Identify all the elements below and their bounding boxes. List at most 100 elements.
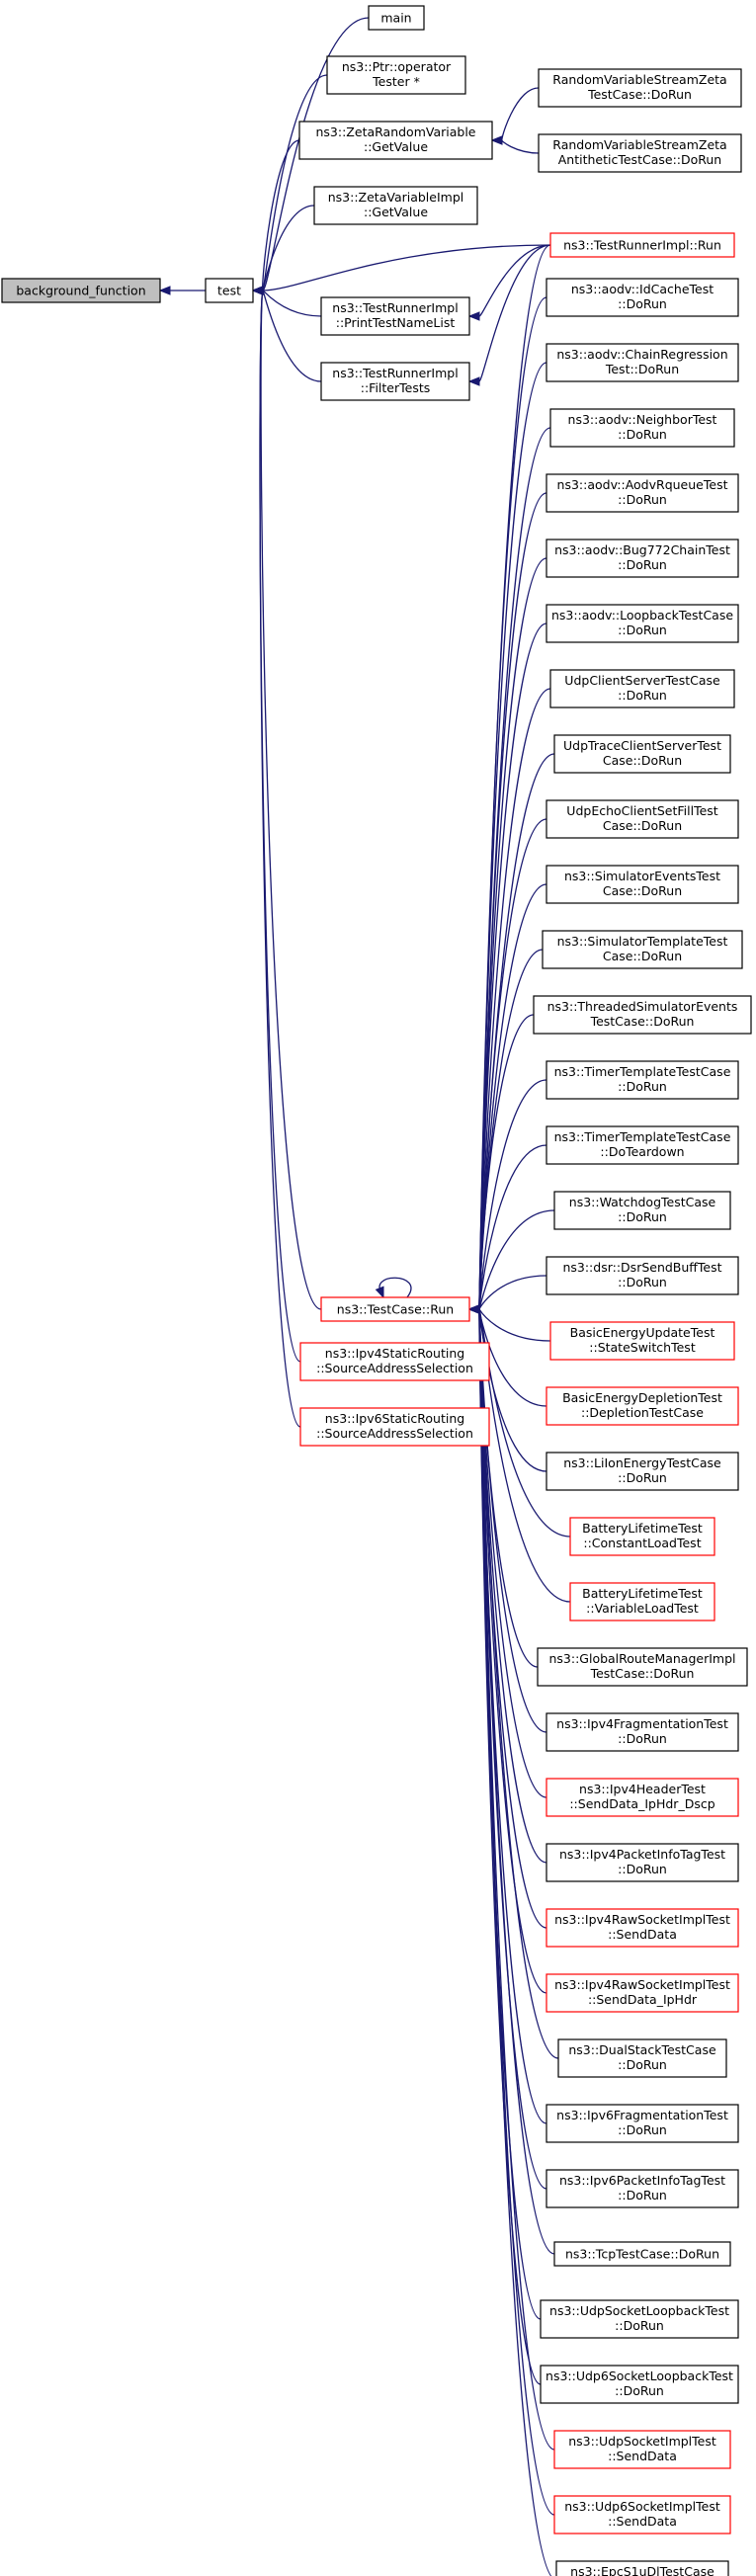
call-edge-rvzeta-to-zrv: [490, 87, 540, 145]
node-ipv6sr[interactable]: ns3::Ipv6StaticRouting::SourceAddressSel…: [299, 1407, 490, 1447]
node-label: ns3::aodv::ChainRegression: [556, 347, 727, 362]
node-r28[interactable]: ns3::Ipv6FragmentationTest::DoRun: [546, 2104, 739, 2143]
node-box: [540, 2365, 739, 2404]
call-edge-r0-to-tcrun: [467, 296, 547, 1314]
node-r5[interactable]: ns3::aodv::LoopbackTestCase::DoRun: [546, 604, 739, 643]
node-label: Test::DoRun: [605, 362, 679, 376]
node-r34[interactable]: ns3::Udp6SocketImplTest::SendData: [553, 2495, 731, 2534]
node-box: [546, 1908, 739, 1948]
node-r22[interactable]: ns3::Ipv4FragmentationTest::DoRun: [546, 1712, 739, 1752]
node-label: ns3::aodv::Bug772ChainTest: [554, 542, 730, 557]
node-test[interactable]: test: [205, 278, 254, 303]
node-box: [546, 1256, 739, 1295]
node-box: [546, 278, 739, 317]
node-r4[interactable]: ns3::aodv::Bug772ChainTest::DoRun: [546, 539, 739, 578]
node-label: Case::DoRun: [603, 949, 682, 963]
node-r11[interactable]: ns3::ThreadedSimulatorEventsTestCase::Do…: [533, 995, 752, 1035]
node-r20[interactable]: BatteryLifetimeTest::VariableLoadTest: [569, 1582, 715, 1621]
node-r27[interactable]: ns3::DualStackTestCase::DoRun: [557, 2038, 727, 2078]
node-label: ns3::Ipv6FragmentationTest: [556, 2108, 728, 2122]
node-ipv4sr[interactable]: ns3::Ipv4StaticRouting::SourceAddressSel…: [299, 1342, 490, 1381]
node-rvzetaa[interactable]: RandomVariableStreamZetaAntitheticTestCa…: [538, 133, 742, 173]
node-box: [546, 539, 739, 578]
call-edge-r3-to-tcrun: [467, 492, 547, 1314]
call-edge-r32-to-tcrun: [467, 1304, 542, 2385]
node-bg[interactable]: background_function: [1, 278, 161, 303]
node-box: [542, 930, 743, 969]
node-r25[interactable]: ns3::Ipv4RawSocketImplTest::SendData: [546, 1908, 739, 1948]
node-tcrun[interactable]: ns3::TestCase::Run: [320, 1296, 470, 1322]
node-label: ns3::TestRunnerImpl: [332, 300, 458, 315]
node-box: [313, 186, 478, 225]
node-r30[interactable]: ns3::TcpTestCase::DoRun: [553, 2241, 731, 2267]
node-label: background_function: [16, 284, 145, 298]
node-ftest[interactable]: ns3::TestRunnerImpl::FilterTests: [320, 362, 470, 401]
node-r12[interactable]: ns3::TimerTemplateTestCase::DoRun: [546, 1060, 739, 1100]
node-r19[interactable]: BatteryLifetimeTest::ConstantLoadTest: [569, 1517, 715, 1556]
node-r3[interactable]: ns3::aodv::AodvRqueueTest::DoRun: [546, 473, 739, 513]
node-label: ns3::Ptr::operator: [342, 59, 452, 74]
node-r18[interactable]: ns3::LiIonEnergyTestCase::DoRun: [546, 1452, 739, 1491]
node-main[interactable]: main: [368, 5, 425, 31]
edge-line: [478, 1144, 547, 1310]
node-r16[interactable]: BasicEnergyUpdateTest::StateSwitchTest: [549, 1321, 735, 1361]
node-label: ns3::dsr::DsrSendBuffTest: [562, 1260, 721, 1275]
node-zrv[interactable]: ns3::ZetaRandomVariable::GetValue: [298, 121, 493, 160]
node-r21[interactable]: ns3::GlobalRouteManagerImplTestCase::DoR…: [537, 1647, 748, 1687]
node-label: ::DoRun: [618, 1862, 667, 1876]
node-box: [546, 1452, 739, 1491]
node-r0[interactable]: ns3::aodv::IdCacheTest::DoRun: [546, 278, 739, 317]
node-trrun[interactable]: ns3::TestRunnerImpl::Run: [549, 232, 735, 258]
node-r29[interactable]: ns3::Ipv6PacketInfoTagTest::DoRun: [546, 2169, 739, 2208]
node-label: ns3::ThreadedSimulatorEvents: [547, 999, 738, 1014]
edge-line: [259, 290, 301, 1428]
node-r14[interactable]: ns3::WatchdogTestCase::DoRun: [553, 1191, 731, 1230]
node-r31[interactable]: ns3::UdpSocketLoopbackTest::DoRun: [540, 2299, 739, 2339]
node-box: [540, 2299, 739, 2339]
node-label: BatteryLifetimeTest: [582, 1586, 703, 1601]
node-r24[interactable]: ns3::Ipv4PacketInfoTagTest::DoRun: [546, 1843, 739, 1882]
node-r15[interactable]: ns3::dsr::DsrSendBuffTest::DoRun: [546, 1256, 739, 1295]
edge-line: [478, 1209, 555, 1310]
node-label: ns3::SimulatorEventsTest: [564, 869, 720, 883]
node-r23[interactable]: ns3::Ipv4HeaderTest::SendData_IpHdr_Dscp: [546, 1778, 739, 1817]
node-label: ::PrintTestNameList: [336, 315, 456, 330]
node-r33[interactable]: ns3::UdpSocketImplTest::SendData: [553, 2430, 731, 2469]
node-r26[interactable]: ns3::Ipv4RawSocketImplTest::SendData_IpH…: [546, 1973, 739, 2013]
node-label: ns3::Ipv4HeaderTest: [579, 1782, 706, 1796]
edge-arrowhead: [490, 135, 503, 145]
node-r13[interactable]: ns3::TimerTemplateTestCase::DoTeardown: [546, 1125, 739, 1165]
node-label: RandomVariableStreamZeta: [552, 72, 726, 87]
node-r32[interactable]: ns3::Udp6SocketLoopbackTest::DoRun: [540, 2365, 739, 2404]
edge-line: [478, 1308, 547, 1472]
node-box: [557, 2038, 727, 2078]
node-r2[interactable]: ns3::aodv::NeighborTest::DoRun: [549, 408, 735, 448]
node-box: [546, 473, 739, 513]
node-label: test: [217, 284, 241, 298]
edge-line: [262, 290, 322, 317]
node-ptnl[interactable]: ns3::TestRunnerImpl::PrintTestNameList: [320, 296, 470, 336]
edge-line: [478, 818, 547, 1310]
node-r17[interactable]: BasicEnergyDepletionTest::DepletionTestC…: [546, 1386, 739, 1426]
edge-arrowhead: [467, 1304, 480, 1314]
node-label: Case::DoRun: [603, 818, 682, 833]
node-label: ::DoRun: [618, 1079, 667, 1094]
node-label: ::DoRun: [615, 2383, 664, 2398]
node-box: [538, 133, 742, 173]
node-zvi[interactable]: ns3::ZetaVariableImpl::GetValue: [313, 186, 478, 225]
node-r6[interactable]: UdpClientServerTestCase::DoRun: [549, 669, 735, 708]
node-label: ns3::Ipv4RawSocketImplTest: [554, 1912, 730, 1927]
edge-arrowhead: [375, 1286, 384, 1299]
node-box: [368, 5, 425, 31]
node-label: ::DoTeardown: [600, 1144, 684, 1159]
node-box: [546, 1973, 739, 2013]
node-r35[interactable]: ns3::EpcS1uDlTestCase::DoRun: [555, 2560, 729, 2576]
